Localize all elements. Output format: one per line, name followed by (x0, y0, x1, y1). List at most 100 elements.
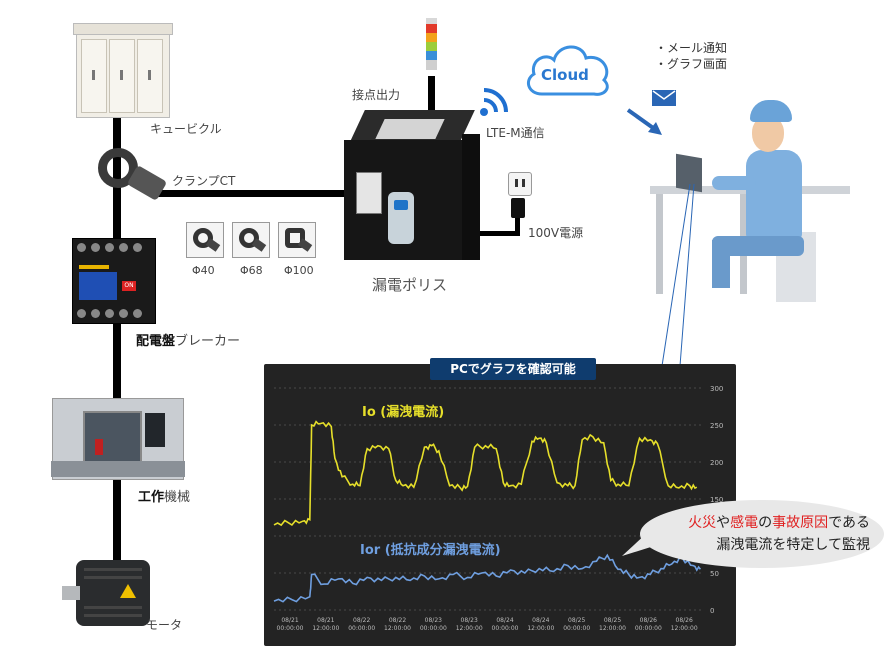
breaker-panel-image: ON (72, 238, 156, 324)
phi100-label: Φ100 (284, 264, 314, 277)
cloud-icon (526, 45, 609, 96)
clamp-phi68-icon (232, 222, 270, 258)
x-tick-time: 12:00:00 (671, 625, 698, 632)
x-tick-time: 00:00:00 (420, 625, 447, 632)
x-tick-date: 08/21 (281, 617, 298, 624)
person-cap (750, 100, 792, 122)
phi40-label: Φ40 (192, 264, 215, 277)
cable-device-to-tower (428, 76, 435, 118)
x-tick-time: 00:00:00 (492, 625, 519, 632)
signal-tower-icon (426, 18, 437, 76)
x-tick-date: 08/25 (604, 617, 621, 624)
clamp-phi100-icon (278, 222, 316, 258)
lte-label: LTE-M通信 (486, 126, 545, 140)
x-tick-time: 12:00:00 (599, 625, 626, 632)
x-tick-date: 08/25 (568, 617, 585, 624)
device-screen (356, 172, 382, 214)
x-tick-date: 08/23 (425, 617, 442, 624)
y-tick-label: 50 (710, 570, 719, 578)
callout-mid-2: の (758, 515, 773, 531)
x-tick-time: 00:00:00 (348, 625, 375, 632)
cable-clamp-to-device (150, 190, 350, 197)
callout-red-2: 感電 (730, 515, 759, 531)
callout-mid-1: や (716, 515, 731, 531)
x-tick-time: 00:00:00 (563, 625, 590, 632)
wireless-icon (480, 88, 508, 116)
zoom-lines (661, 183, 695, 367)
machine-label: 工作機械 (138, 486, 190, 505)
cubicle-label: キュービクル (150, 122, 222, 136)
clamp-phi40-icon (186, 222, 224, 258)
series-line-ior (273, 553, 702, 603)
power-plug-icon (511, 198, 525, 218)
y-tick-label: 250 (710, 422, 723, 430)
y-tick-label: 150 (710, 496, 723, 504)
chart-title: PCでグラフを確認可能 (430, 358, 596, 380)
notification-list: ・メール通知 ・グラフ画面 (655, 40, 727, 72)
callout-line-2: 漏洩電流を特定して監視 (716, 537, 870, 553)
chart-panel: 30025020015010050008/2100:00:0008/2112:0… (264, 364, 736, 646)
phi68-label: Φ68 (240, 264, 263, 277)
x-tick-date: 08/22 (389, 617, 406, 624)
breaker-label-bold: 配電盤 (136, 334, 176, 349)
breaker-label-rest: ブレーカー (175, 334, 241, 349)
contact-output-label: 接点出力 (352, 88, 401, 102)
callout-line-1: 火災や感電の事故原因である (660, 512, 870, 534)
machine-tool-image (51, 398, 185, 480)
envelope-icon (652, 90, 676, 106)
clamp-ct-label: クランプCT (172, 174, 236, 188)
series-line-io (273, 420, 698, 527)
callout-pointer (622, 532, 654, 556)
power-label: 100V電源 (528, 226, 584, 240)
notify-graph-text: ・グラフ画面 (655, 57, 728, 71)
person-arm (712, 176, 756, 190)
series-label-io: Io (漏洩電流) (362, 404, 444, 420)
callout-bubble (640, 500, 884, 568)
arrow-icon (626, 108, 662, 135)
callout-end-1: である (828, 515, 870, 531)
series-label-ior: Ior (抵抗成分漏洩電流) (360, 542, 501, 558)
power-outlet-icon (508, 172, 532, 196)
motor-label: モータ (146, 618, 183, 632)
motor-image (62, 560, 150, 626)
notify-mail-text: ・メール通知 (655, 41, 728, 55)
x-tick-date: 08/22 (353, 617, 370, 624)
desk-leg-left (656, 194, 663, 294)
callout-red-3: 事故原因 (772, 515, 829, 531)
x-tick-date: 08/26 (640, 617, 657, 624)
cable-device-to-power (462, 231, 518, 236)
clamp-ct-icon (98, 148, 138, 188)
device-top-panel (375, 119, 445, 139)
machine-label-rest: 機械 (164, 490, 191, 505)
x-tick-date: 08/21 (317, 617, 334, 624)
machine-label-bold: 工作 (138, 490, 165, 505)
x-tick-date: 08/23 (461, 617, 478, 624)
device-reader (388, 192, 414, 244)
x-tick-time: 00:00:00 (277, 625, 304, 632)
x-tick-time: 00:00:00 (635, 625, 662, 632)
person-head (752, 116, 784, 152)
callout-red-1: 火災 (688, 515, 717, 531)
x-tick-time: 12:00:00 (312, 625, 339, 632)
x-tick-date: 08/24 (532, 617, 549, 624)
x-tick-date: 08/24 (496, 617, 513, 624)
callout-text: 火災や感電の事故原因である 漏洩電流を特定して監視 (660, 512, 870, 556)
person-shin (712, 240, 730, 288)
x-tick-date: 08/26 (676, 617, 693, 624)
cable-left-vertical (113, 116, 121, 566)
y-tick-label: 200 (710, 459, 723, 467)
cable-plug-vertical (515, 216, 520, 236)
x-tick-time: 12:00:00 (527, 625, 554, 632)
leakage-chart: 30025020015010050008/2100:00:0008/2112:0… (273, 385, 723, 632)
device-side (462, 134, 480, 260)
cloud-label: Cloud (541, 66, 589, 84)
x-tick-time: 12:00:00 (384, 625, 411, 632)
person-legs (712, 236, 804, 256)
breaker-label: 配電盤ブレーカー (136, 330, 240, 349)
cubicle-image (73, 23, 173, 118)
device-label: 漏電ポリス (372, 276, 448, 294)
y-tick-label: 0 (710, 607, 714, 615)
y-tick-label: 300 (710, 385, 723, 393)
x-tick-time: 12:00:00 (456, 625, 483, 632)
person-torso (746, 150, 802, 240)
